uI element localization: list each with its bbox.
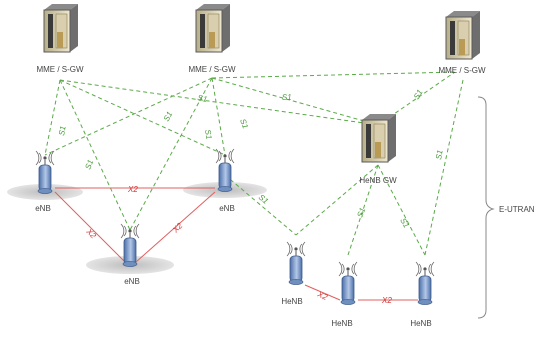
base-station-antenna-icon [286,241,306,286]
x2-label: X2 [170,221,184,235]
s1-label: S1 [57,125,68,136]
s1-label: S1 [398,217,411,230]
enb-node: eNB [120,223,140,286]
s1-labels: S1 S1 S1 S1 S1 S1 S1 S1 S1 S1 S1 S1 [57,88,445,229]
x2-label: X2 [381,296,392,305]
node-label: eNB [219,204,235,213]
henb-gw-node: HeNB GW [359,113,397,185]
base-station-antenna-icon [215,148,235,193]
node-label: HeNB GW [359,176,397,185]
henb-node: HeNB [410,261,435,328]
s1-label: S1 [412,88,425,101]
server-cabinet-icon [43,3,79,53]
mme-sgw-node: MME / S-GW [188,3,236,74]
enb-node: eNB [215,148,235,213]
s1-label: S1 [355,206,367,218]
s1-label: S1 [197,93,208,104]
server-cabinet-icon [195,3,231,53]
node-label: HeNB [410,319,431,328]
node-label: MME / S-GW [188,65,236,74]
server-cabinet-icon [361,113,397,163]
node-label: MME / S-GW [36,65,84,74]
s1-label: S1 [83,158,95,170]
node-label: HeNB [281,297,302,306]
x2-labels: X2 X2 X2 X2 X2 [84,185,392,305]
s1-label: S1 [238,118,250,130]
enb-node: eNB [35,150,55,213]
base-station-antenna-icon [415,261,435,306]
x2-links [54,187,418,301]
mme-sgw-node: MME / S-GW [36,3,84,74]
s1-links [44,71,464,256]
henb-node: HeNB [281,241,306,306]
s1-label: S1 [162,110,175,123]
x2-label: X2 [127,185,138,194]
s1-label: S1 [282,92,292,102]
s1-label: S1 [203,129,214,140]
node-label: eNB [124,277,140,286]
mme-sgw-node: MME / S-GW [438,10,486,75]
henb-node: HeNB [331,261,358,328]
x2-label: X2 [315,289,329,302]
s1-label: S1 [434,149,445,160]
x2-label: X2 [84,226,98,240]
server-cabinet-icon [445,10,481,60]
node-label: HeNB [331,319,352,328]
eutran-label: E-UTRAN [499,205,535,214]
base-station-antenna-icon [35,150,55,195]
base-station-antenna-icon [120,223,140,268]
node-label: MME / S-GW [438,66,486,75]
node-label: eNB [35,204,51,213]
base-station-antenna-icon [338,261,358,306]
eutran-bracket [477,96,495,319]
